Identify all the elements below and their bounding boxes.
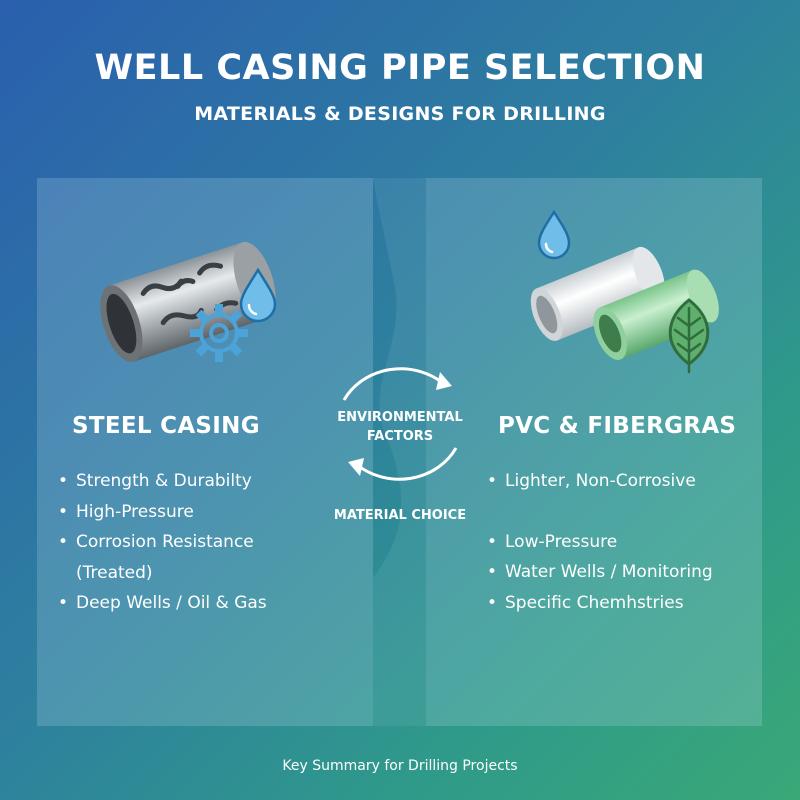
leaf-icon [668,298,710,374]
footer-caption: Key Summary for Drilling Projects [282,758,518,774]
page-title: WELL CASING PIPE SELECTION [94,48,706,88]
list-item: Lighter, Non-Corrosive [487,466,757,497]
pvc-fiberglass-heading: PVC & FIBERGRAS [498,413,737,439]
gear-icon [190,304,248,362]
steel-feature-list: Strength & Durabilty High-Pressure Corro… [58,466,358,619]
list-item: Specific Chemhstries [487,588,757,619]
list-item: Water Wells / Monitoring [487,557,757,588]
list-item: Deep Wells / Oil & Gas [58,588,358,619]
environmental-factors-label: ENVIRONMENTAL FACTORS [322,408,478,446]
material-choice-label: MATERIAL CHOICE [333,508,467,523]
page-subtitle: MATERIALS & DESIGNS FOR DRILLING [194,103,606,125]
wave-divider [373,178,426,726]
pvc-feature-list: Lighter, Non-Corrosive Low-Pressure Wate… [487,466,757,618]
water-drop-icon [239,267,277,323]
environmental-label-line1: ENVIRONMENTAL [337,410,463,425]
environmental-label-line2: FACTORS [366,429,434,444]
list-item: High-Pressure [58,497,358,528]
water-drop-icon [537,209,571,260]
green-fiberglass-pipe-icon [593,269,719,360]
steel-casing-heading: STEEL CASING [72,413,260,439]
list-item: Low-Pressure [487,527,757,558]
list-item: Corrosion Resistance [58,527,358,558]
cycle-arrows-icon [342,367,458,481]
list-item-continuation: (Treated) [76,562,153,583]
list-item: Strength & Durabilty [58,466,358,497]
